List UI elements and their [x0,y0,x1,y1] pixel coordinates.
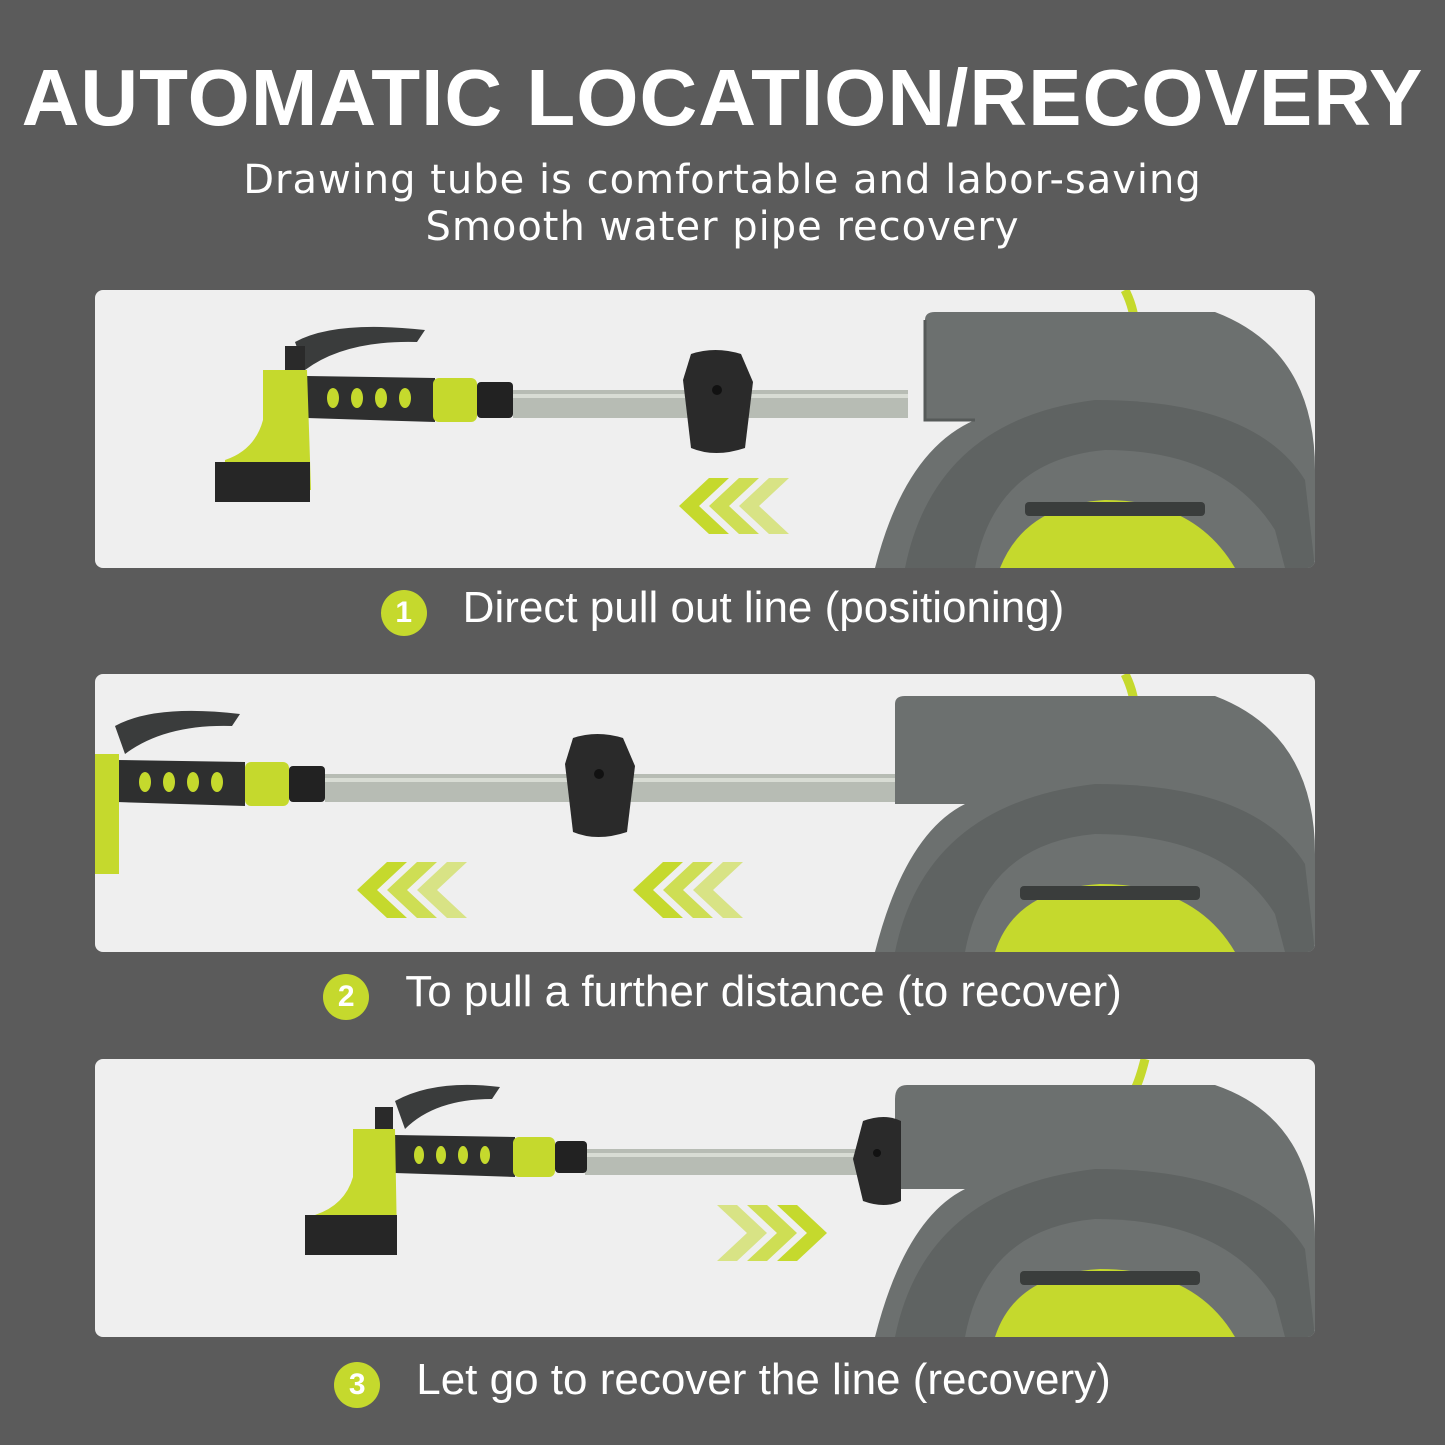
step-2-illustration [95,674,1315,952]
arrow-left-icon [633,862,743,918]
step-3-caption: 3 Let go to recover the line (recovery) [0,1350,1445,1410]
arrow-left-icon [679,478,789,534]
step-1-badge: 1 [380,590,427,636]
hose-reel-icon [875,674,1315,952]
hose-reel-icon [875,290,1315,568]
step-1-scene [215,290,1315,568]
step-2-caption: 2 To pull a further distance (to recover… [0,962,1445,1022]
spray-nozzle-icon [305,1084,587,1255]
arrow-right-icon [717,1205,827,1261]
page-title: AUTOMATIC LOCATION/RECOVERY [21,53,1424,142]
subtitle-line-1: Drawing tube is comfortable and labor-sa… [243,157,1202,203]
step-1-caption: 1 Direct pull out line (positioning) [0,578,1445,638]
step-2-badge: 2 [323,974,370,1020]
hose-stopper-icon [565,734,635,837]
step-3-scene [305,1059,1315,1337]
step-3-illustration [95,1059,1315,1337]
step-1-illustration [95,290,1315,568]
hose-reel-icon [875,1059,1315,1337]
hose-stopper-icon [683,350,753,453]
step-2-text: To pull a further distance (to recover) [405,967,1122,1016]
subtitle-line-2: Smooth water pipe recovery [425,204,1020,250]
step-3-badge: 3 [334,1362,381,1408]
arrow-left-icon [357,862,467,918]
spray-nozzle-icon [215,326,513,502]
spray-nozzle-icon [95,710,325,874]
step-3-text: Let go to recover the line (recovery) [416,1355,1111,1404]
hose-stopper-icon [853,1117,901,1205]
step-2-scene [95,674,1315,952]
step-1-text: Direct pull out line (positioning) [462,583,1065,632]
